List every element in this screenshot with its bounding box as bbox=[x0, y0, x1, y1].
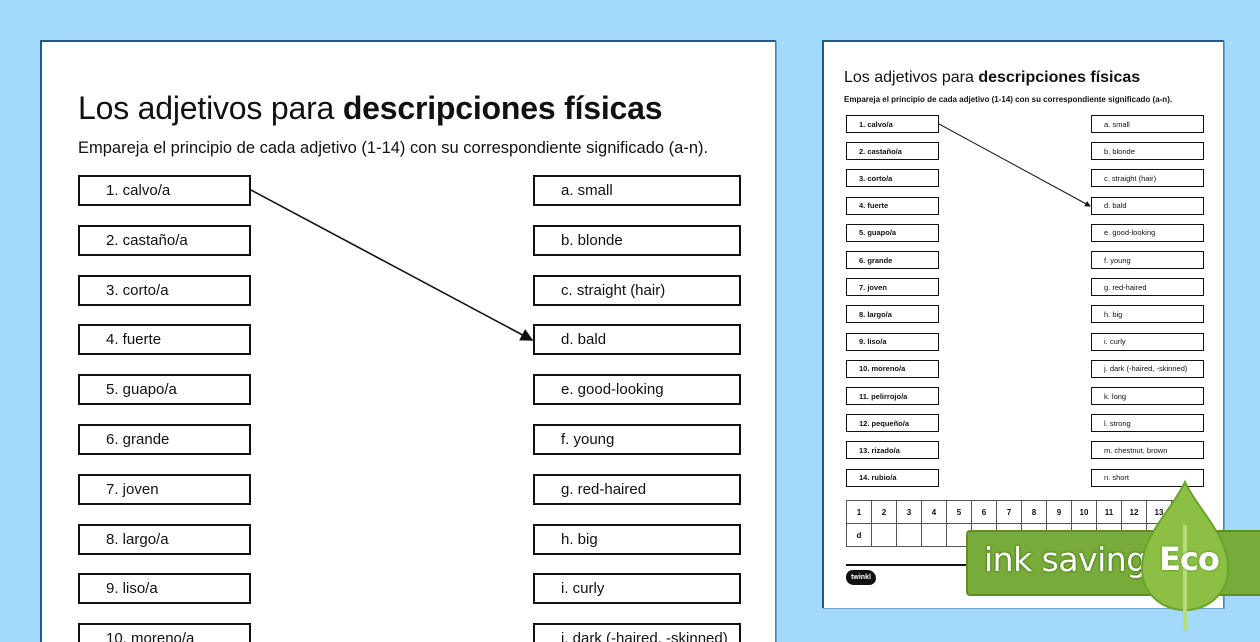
adjective-box: 9. liso/a bbox=[846, 332, 939, 351]
worksheet-preview-large: Los adjetivos para descripciones físicas… bbox=[40, 40, 776, 642]
worksheet-title: Los adjetivos para descripciones físicas bbox=[78, 90, 663, 127]
grid-number-cell: 3 bbox=[896, 500, 922, 524]
meaning-box: a. small bbox=[1091, 115, 1204, 133]
adjective-box: 1. calvo/a bbox=[846, 115, 939, 133]
adjective-box: 4. fuerte bbox=[846, 196, 939, 215]
worksheet-instruction-small: Empareja el principio de cada adjetivo (… bbox=[844, 95, 1173, 104]
adjective-box: 6. grande bbox=[78, 424, 251, 455]
adjective-box: 5. guapo/a bbox=[846, 223, 939, 242]
meaning-box: c. straight (hair) bbox=[533, 274, 741, 306]
match-arrow bbox=[250, 189, 534, 341]
adjective-box: 4. fuerte bbox=[78, 324, 251, 356]
meaning-box: h. big bbox=[1091, 305, 1204, 324]
adjective-box: 3. corto/a bbox=[78, 274, 251, 306]
meaning-box: d. bald bbox=[1091, 196, 1204, 215]
meaning-box: f. young bbox=[1091, 251, 1204, 269]
grid-number-cell: 1 bbox=[846, 500, 872, 524]
footer-divider bbox=[846, 564, 986, 566]
adjective-box: 2. castaño/a bbox=[78, 224, 251, 256]
adjective-box: 8. largo/a bbox=[78, 523, 251, 555]
meaning-box: f. young bbox=[533, 424, 741, 455]
grid-number-cell: 10 bbox=[1071, 500, 1097, 524]
adjective-box: 3. corto/a bbox=[846, 169, 939, 188]
grid-answer-cell bbox=[896, 523, 922, 547]
adjective-box: 11. pelirrojo/a bbox=[846, 387, 939, 405]
adjective-box: 13. rizado/a bbox=[846, 441, 939, 460]
grid-answer-cell bbox=[921, 523, 947, 547]
ink-saving-label: ink saving bbox=[984, 540, 1147, 579]
meaning-box: e. good-looking bbox=[533, 374, 741, 406]
meaning-box: m. chestnut, brown bbox=[1091, 441, 1204, 460]
eco-label: Eco bbox=[1159, 540, 1220, 578]
title-bold: descripciones físicas bbox=[978, 69, 1141, 86]
meaning-box: l. strong bbox=[1091, 414, 1204, 433]
grid-number-cell: 7 bbox=[996, 500, 1022, 524]
title-regular: Los adjetivos para bbox=[844, 69, 979, 86]
adjective-box: 7. joven bbox=[78, 473, 251, 505]
grid-number-cell: 2 bbox=[871, 500, 897, 524]
meaning-box: b. blonde bbox=[1091, 142, 1204, 161]
adjective-box: 14. rubio/a bbox=[846, 468, 939, 487]
adjective-box: 5. guapo/a bbox=[78, 374, 251, 406]
adjective-box: 9. liso/a bbox=[78, 573, 251, 605]
meaning-box: c. straight (hair) bbox=[1091, 169, 1204, 188]
adjective-box: 6. grande bbox=[846, 251, 939, 269]
grid-answer-cell: d bbox=[846, 523, 872, 547]
adjective-box: 12. pequeño/a bbox=[846, 414, 939, 433]
twinkl-logo: twinkl bbox=[846, 570, 876, 585]
match-arrow-small bbox=[938, 123, 1091, 207]
leaf-drop-icon bbox=[1140, 480, 1230, 630]
meaning-box: i. curly bbox=[1091, 332, 1204, 351]
meaning-box: i. curly bbox=[533, 573, 741, 605]
grid-number-cell: 8 bbox=[1021, 500, 1047, 524]
adjective-box: 1. calvo/a bbox=[78, 175, 251, 206]
worksheet-title-small: Los adjetivos para descripciones físicas bbox=[844, 69, 1140, 87]
meaning-box: k. long bbox=[1091, 387, 1204, 405]
adjective-box: 7. joven bbox=[846, 278, 939, 297]
grid-number-cell: 4 bbox=[921, 500, 947, 524]
adjective-box: 10. moreno/a bbox=[846, 359, 939, 378]
title-regular: Los adjetivos para bbox=[78, 90, 343, 126]
grid-number-cell: 11 bbox=[1096, 500, 1122, 524]
worksheet-instruction: Empareja el principio de cada adjetivo (… bbox=[78, 139, 709, 157]
grid-number-cell: 5 bbox=[946, 500, 972, 524]
title-bold: descripciones físicas bbox=[342, 90, 663, 126]
meaning-box: h. big bbox=[533, 523, 741, 555]
meaning-box: d. bald bbox=[533, 324, 741, 356]
grid-number-cell: 6 bbox=[971, 500, 997, 524]
meaning-box: b. blonde bbox=[533, 224, 741, 256]
meaning-box: e. good-looking bbox=[1091, 223, 1204, 242]
grid-number-cell: 9 bbox=[1046, 500, 1072, 524]
meaning-box: n. short bbox=[1091, 468, 1204, 487]
adjective-box: 2. castaño/a bbox=[846, 142, 939, 161]
grid-answer-cell bbox=[871, 523, 897, 547]
worksheet-preview-small: Los adjetivos para descripciones físicas… bbox=[822, 40, 1224, 608]
meaning-box: a. small bbox=[533, 175, 741, 206]
adjective-box: 8. largo/a bbox=[846, 305, 939, 324]
meaning-box: g. red-haired bbox=[533, 473, 741, 505]
meaning-box: j. dark (-haired, -skinned) bbox=[1091, 359, 1204, 378]
meaning-box: g. red-haired bbox=[1091, 278, 1204, 297]
